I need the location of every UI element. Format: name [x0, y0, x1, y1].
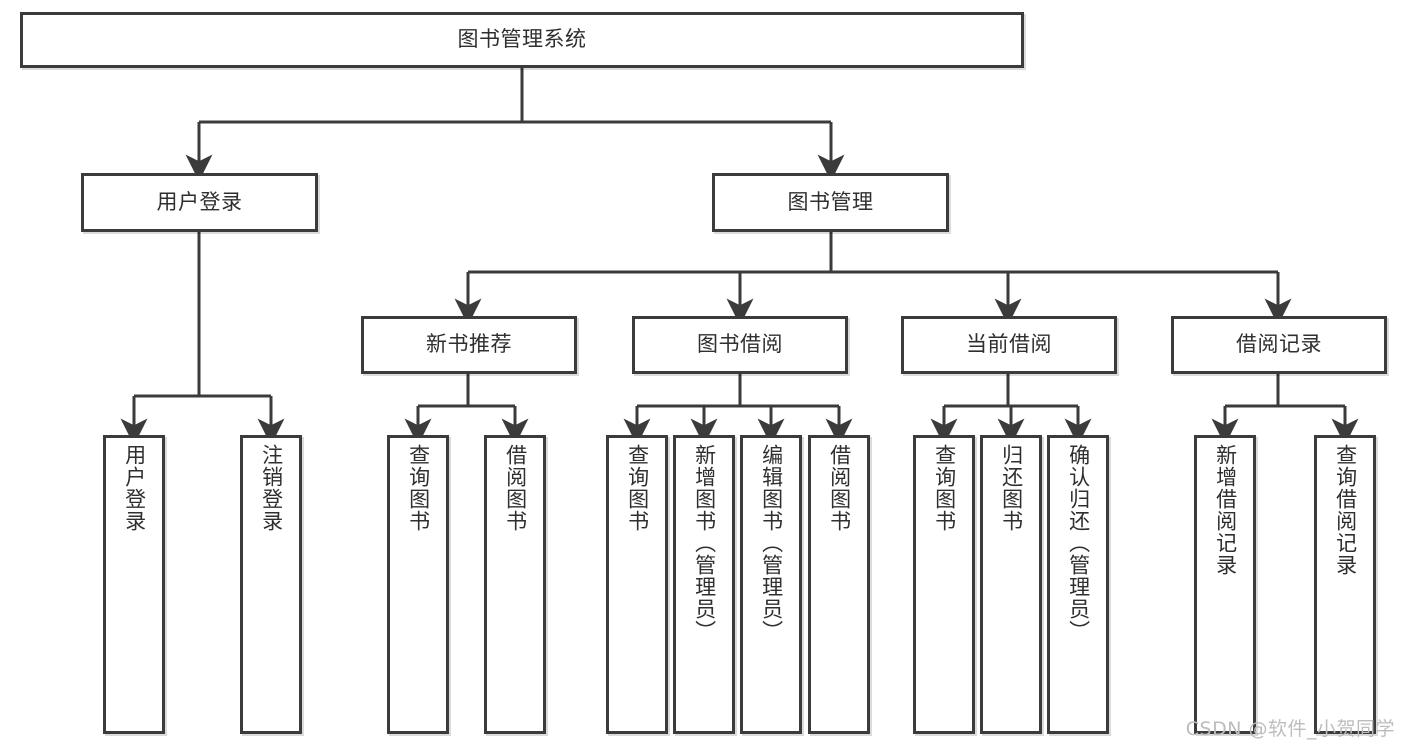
node-book-manage[interactable]: 图书管理 [712, 173, 949, 232]
leaf-user-login-label: 用户登录 [122, 444, 147, 532]
node-root-label: 图书管理系统 [457, 27, 587, 52]
leaf-borrow-book-2-label: 借阅图书 [827, 444, 852, 532]
node-new-book-recommend-label: 新书推荐 [426, 332, 512, 357]
leaf-query-record[interactable]: 查询借阅记录 [1314, 435, 1376, 734]
leaf-query-record-label: 查询借阅记录 [1333, 444, 1358, 576]
leaf-user-logout[interactable]: 注销登录 [240, 435, 302, 734]
leaf-add-book-label: 新增图书（管理员） [692, 444, 717, 642]
leaf-add-record[interactable]: 新增借阅记录 [1194, 435, 1256, 734]
node-current-borrow-label: 当前借阅 [966, 332, 1052, 357]
node-book-manage-label: 图书管理 [787, 189, 874, 214]
leaf-borrow-book-2[interactable]: 借阅图书 [808, 435, 870, 734]
node-root[interactable]: 图书管理系统 [20, 12, 1024, 68]
node-book-borrow[interactable]: 图书借阅 [632, 316, 848, 374]
leaf-confirm-return-label: 确认归还（管理员） [1066, 444, 1091, 642]
leaf-confirm-return[interactable]: 确认归还（管理员） [1047, 435, 1109, 734]
node-new-book-recommend[interactable]: 新书推荐 [361, 316, 577, 374]
node-user-login-label: 用户登录 [156, 189, 243, 214]
leaf-edit-book-label: 编辑图书（管理员） [759, 444, 784, 642]
node-borrow-record-label: 借阅记录 [1236, 332, 1322, 357]
leaf-return-book-label: 归还图书 [999, 444, 1024, 532]
leaf-edit-book[interactable]: 编辑图书（管理员） [740, 435, 802, 734]
leaf-query-book-3-label: 查询图书 [932, 444, 957, 532]
node-borrow-record[interactable]: 借阅记录 [1171, 316, 1387, 374]
node-book-borrow-label: 图书借阅 [697, 332, 783, 357]
leaf-add-book[interactable]: 新增图书（管理员） [673, 435, 735, 734]
leaf-return-book[interactable]: 归还图书 [980, 435, 1042, 734]
leaf-query-book-1-label: 查询图书 [406, 444, 431, 532]
leaf-borrow-book-1[interactable]: 借阅图书 [484, 435, 546, 734]
leaf-user-logout-label: 注销登录 [259, 444, 284, 532]
leaf-add-record-label: 新增借阅记录 [1213, 444, 1238, 576]
node-current-borrow[interactable]: 当前借阅 [901, 316, 1117, 374]
leaf-borrow-book-1-label: 借阅图书 [503, 444, 528, 532]
watermark: CSDN @软件_小贺同学 [1185, 718, 1395, 740]
leaf-user-login[interactable]: 用户登录 [103, 435, 165, 734]
leaf-query-book-3[interactable]: 查询图书 [913, 435, 975, 734]
node-user-login[interactable]: 用户登录 [81, 173, 318, 232]
leaf-query-book-2[interactable]: 查询图书 [606, 435, 668, 734]
leaf-query-book-2-label: 查询图书 [625, 444, 650, 532]
leaf-query-book-1[interactable]: 查询图书 [387, 435, 449, 734]
